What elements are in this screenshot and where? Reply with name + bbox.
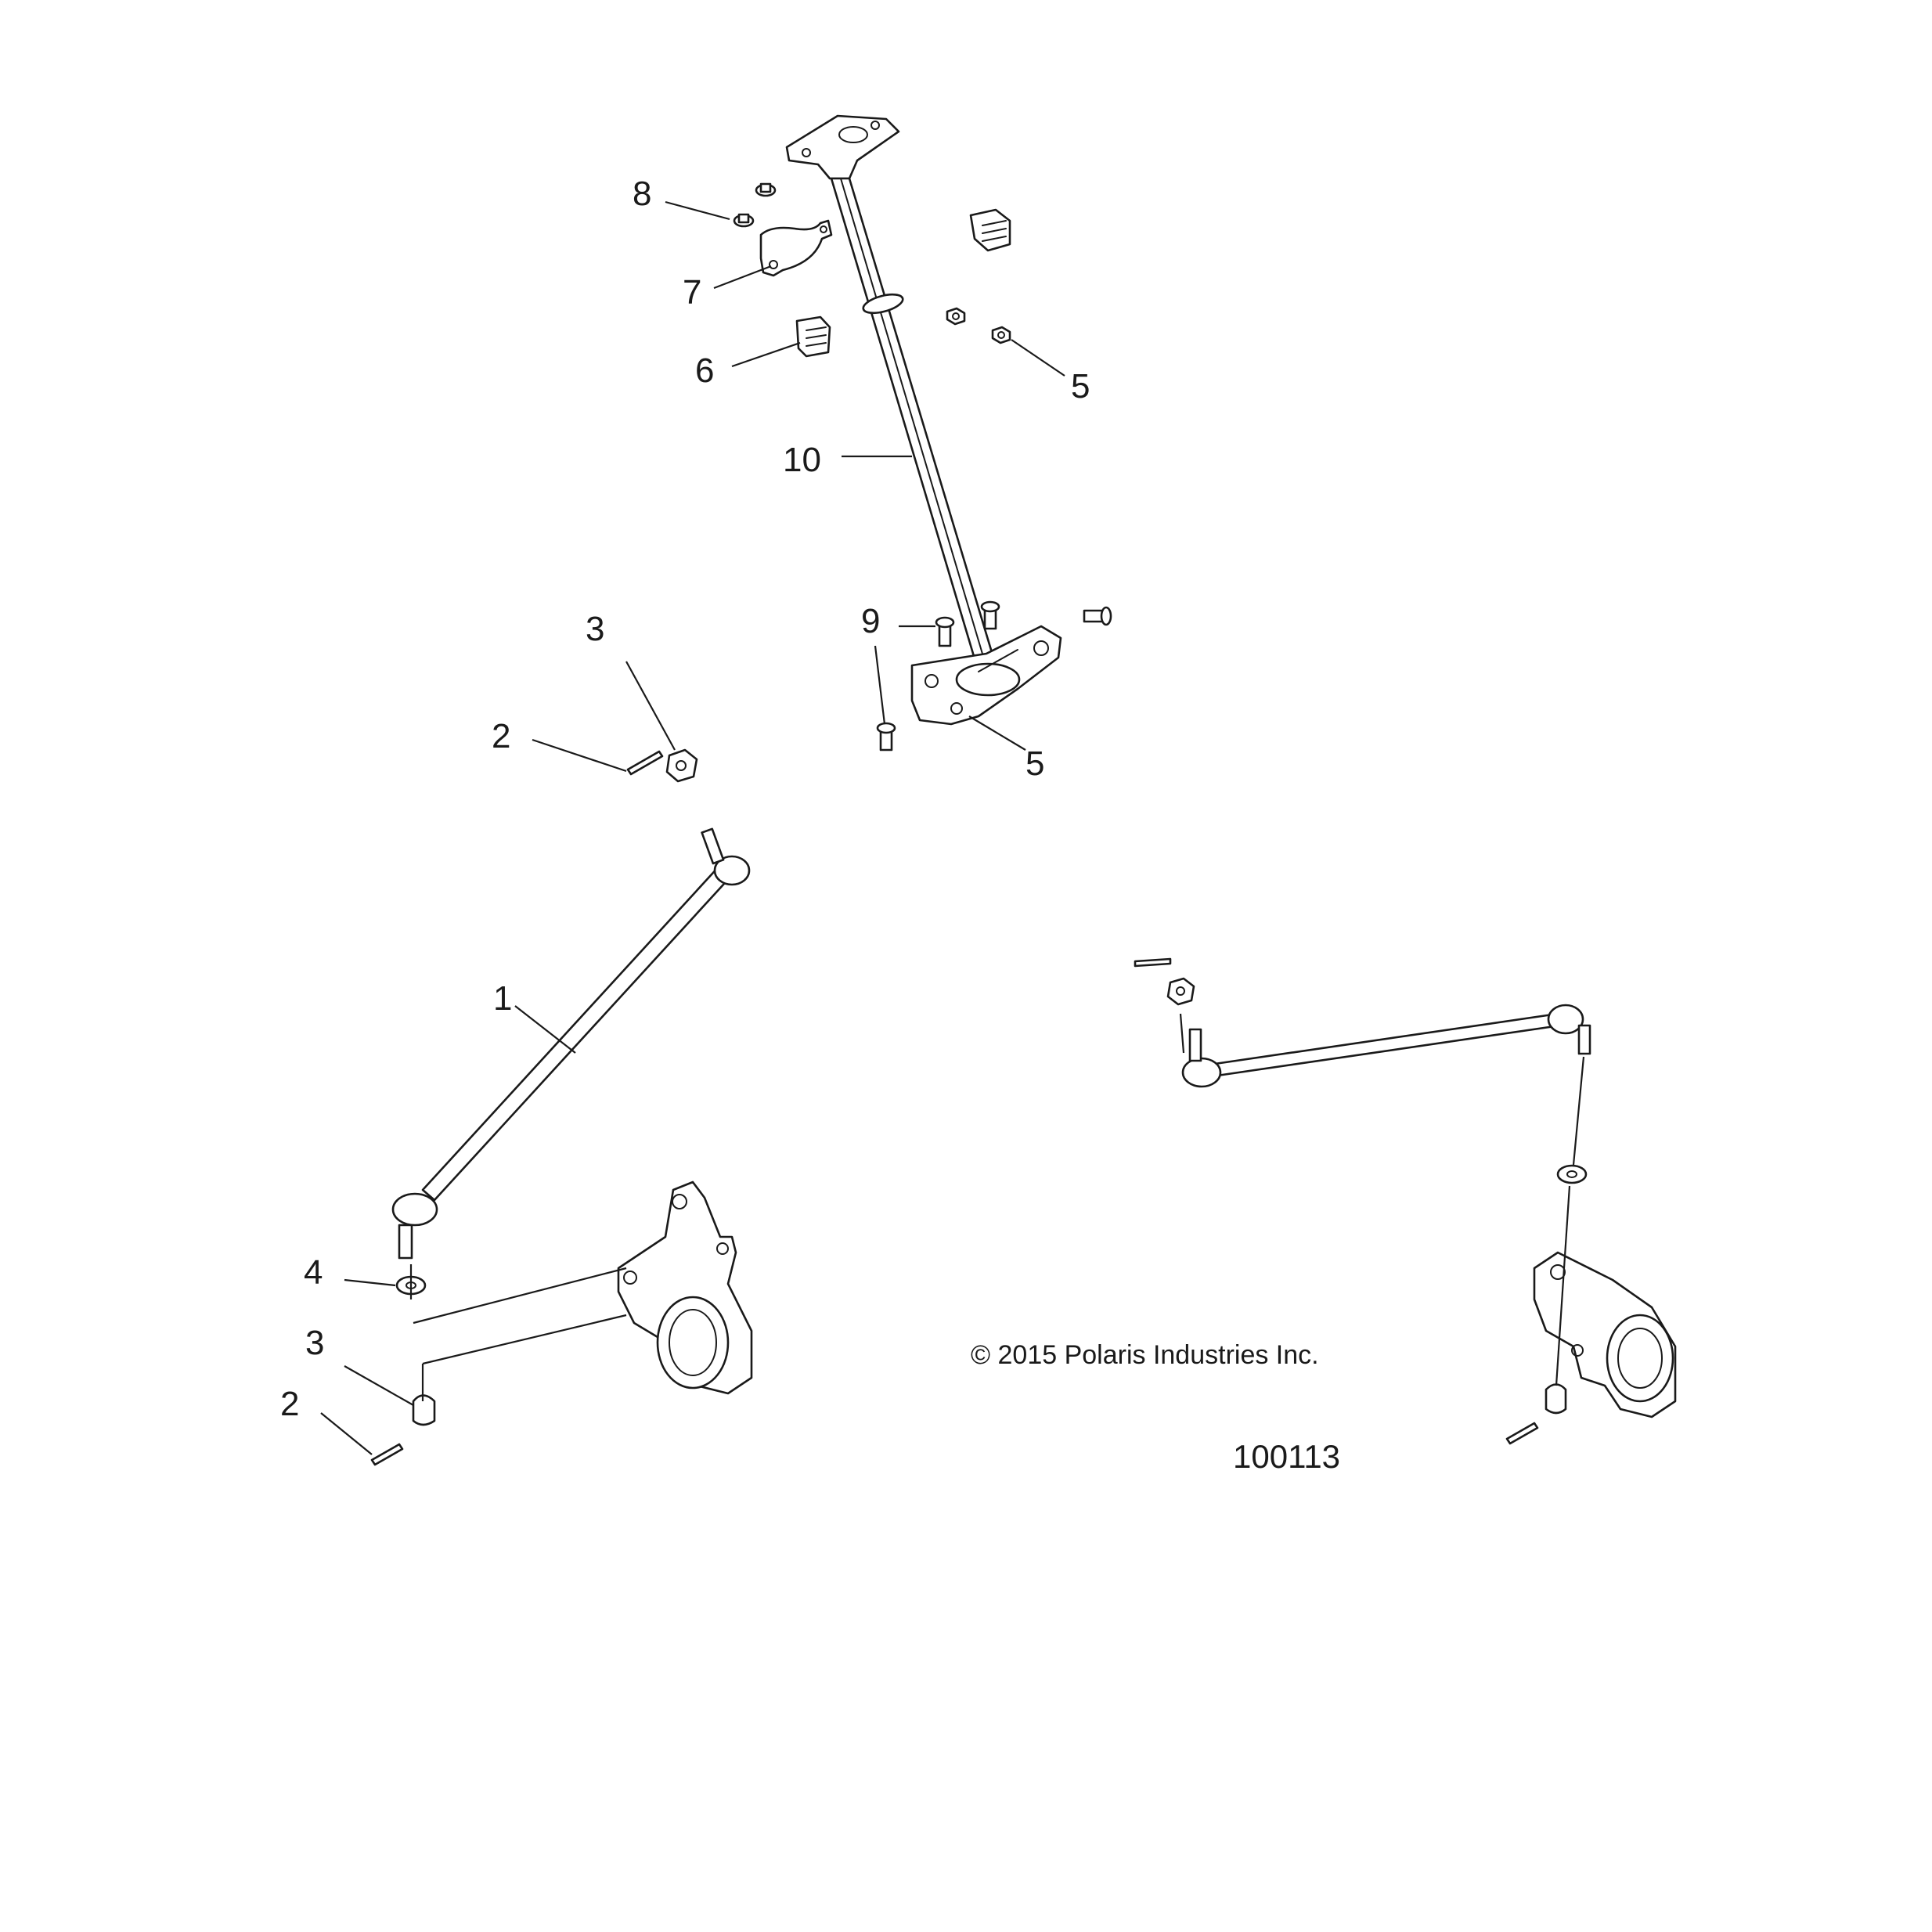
nut-right-upper: [1166, 977, 1195, 1006]
column-bushing-upper: [969, 208, 1011, 252]
knuckle-left: [617, 1180, 753, 1395]
column-clamp: [759, 219, 833, 277]
cotter-pin-2-lower: [370, 1443, 404, 1466]
callout-3-upper: 3: [586, 610, 604, 648]
bolt-upper: [755, 182, 777, 197]
cotter-pin-right-lower: [1505, 1422, 1539, 1445]
bolt-9-a: [935, 616, 955, 647]
steering-column: [785, 114, 1062, 726]
copyright-notice: © 2015 Polaris Industries Inc.: [971, 1340, 1319, 1370]
callout-2-upper: 2: [492, 717, 510, 755]
leader-lines: [320, 200, 1585, 1455]
nut-5-upper-b: [991, 326, 1011, 344]
nut-right-lower: [1545, 1383, 1567, 1415]
nut-5-upper-a: [946, 307, 966, 326]
nut-3-lower: [412, 1394, 436, 1426]
bolt-8: [733, 213, 755, 228]
washer-right: [1556, 1164, 1588, 1184]
callout-3-lower: 3: [305, 1324, 324, 1362]
knuckle-right: [1533, 1251, 1677, 1418]
callout-10: 10: [783, 441, 821, 479]
callout-4: 4: [304, 1253, 323, 1292]
callout-9: 9: [861, 602, 880, 640]
callout-1: 1: [493, 979, 512, 1018]
callout-6: 6: [695, 351, 714, 390]
nut-3-upper: [665, 748, 698, 783]
bolt-9-d: [876, 722, 896, 752]
cotter-pin-2-upper: [626, 750, 664, 776]
callout-5-upper: 5: [1071, 367, 1090, 406]
tie-rod-right: [1181, 1004, 1591, 1088]
callout-5-lower: 5: [1025, 744, 1044, 783]
bolt-9-b: [980, 600, 1000, 630]
callout-2-lower: 2: [280, 1385, 299, 1423]
cotter-pin-right-upper: [1134, 957, 1172, 968]
callout-7: 7: [683, 273, 701, 312]
callout-labels: 8 7 6 5 10 9 5 3 2 1 4 3 2: [280, 175, 1090, 1423]
tie-rod-left: [391, 827, 751, 1260]
bolt-9-c: [1083, 606, 1112, 626]
column-bushing-lower: [795, 315, 831, 358]
figure-number: 100113: [1233, 1438, 1340, 1475]
callout-8: 8: [633, 175, 651, 213]
